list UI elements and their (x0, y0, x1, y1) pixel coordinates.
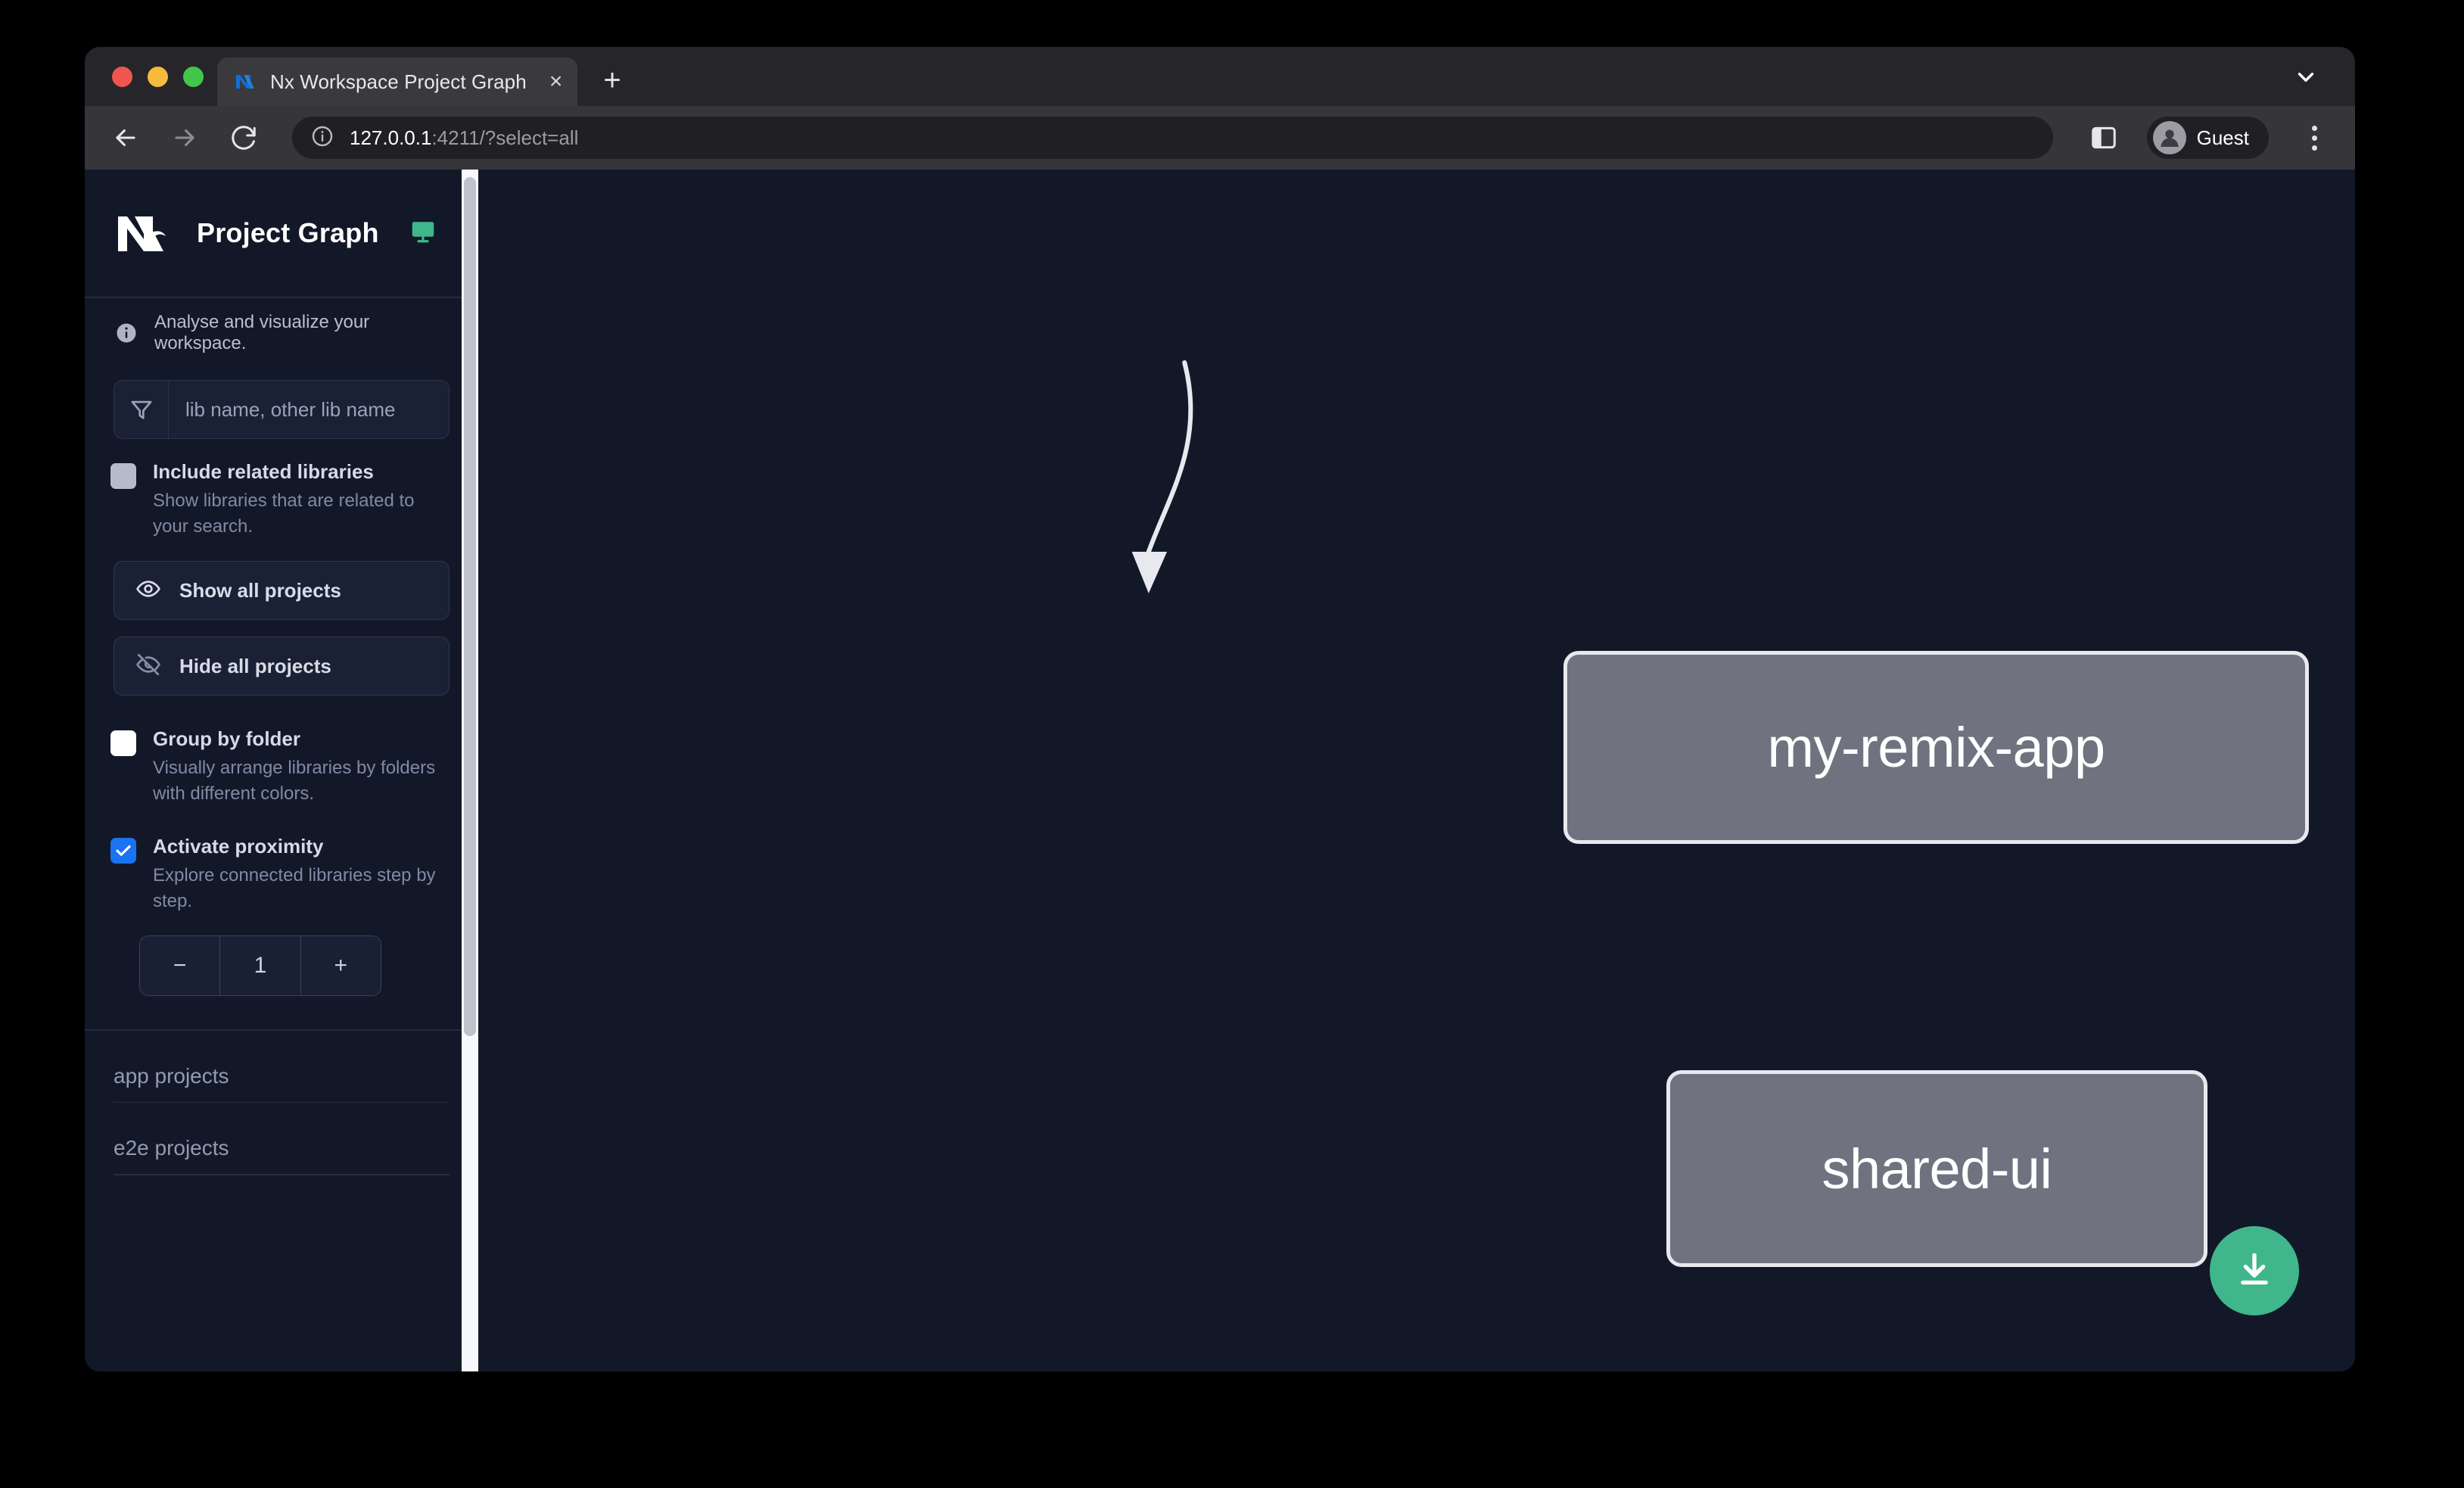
sidebar-scroll-area: lib name, other lib name Include related… (85, 368, 478, 1371)
info-icon (115, 322, 138, 344)
proximity-decrement-button[interactable]: − (140, 935, 220, 995)
browser-toolbar: 127.0.0.1:4211/?select=all Guest (85, 106, 2355, 170)
option-description: Explore connected libraries step by step… (153, 864, 436, 911)
browser-menu-icon[interactable] (2299, 125, 2329, 151)
option-label: Group by folder (153, 727, 300, 751)
hide-all-projects-button[interactable]: Hide all projects (114, 637, 450, 696)
eye-icon (135, 576, 161, 605)
profile-name: Guest (2196, 126, 2249, 149)
site-info-icon[interactable] (310, 124, 334, 152)
download-graph-button[interactable] (2210, 1226, 2299, 1315)
tab-title: Nx Workspace Project Graph (270, 70, 527, 93)
eye-slash-icon (135, 652, 161, 681)
divider (114, 1101, 450, 1104)
profile-chip[interactable]: Guest (2146, 117, 2269, 159)
search-input-placeholder: lib name, other lib name (185, 397, 396, 421)
reload-button[interactable] (224, 118, 263, 157)
browser-tab[interactable]: Nx Workspace Project Graph × (217, 58, 578, 106)
edge-arrowhead (1131, 552, 1168, 593)
browser-window: Nx Workspace Project Graph × + 127.0.0.1… (85, 47, 2355, 1371)
sidebar-divider (85, 1029, 478, 1031)
proximity-increment-button[interactable]: + (300, 935, 381, 995)
checkbox-include-related-libraries[interactable] (110, 463, 136, 489)
project-group-e2e-projects[interactable]: e2e projects (85, 1103, 478, 1175)
graph-node-label: shared-ui (1822, 1137, 2052, 1200)
graph-node-label: my-remix-app (1767, 716, 2105, 779)
hide-all-projects-label: Hide all projects (179, 654, 331, 677)
nx-logo-icon (115, 212, 174, 254)
side-panel-icon[interactable] (2089, 123, 2118, 152)
option-group-by-folder[interactable]: Group by folder Visually arrange librari… (85, 696, 478, 807)
forward-button[interactable] (165, 118, 204, 157)
checkbox-activate-proximity[interactable] (110, 837, 136, 864)
option-description: Show libraries that are related to your … (153, 490, 415, 537)
option-texts: Activate proximity Explore connected lib… (153, 833, 450, 914)
new-tab-button[interactable]: + (603, 64, 621, 97)
option-activate-proximity[interactable]: Activate proximity Explore connected lib… (85, 808, 478, 914)
option-label: Activate proximity (153, 834, 324, 858)
address-bar-url: 127.0.0.1:4211/?select=all (350, 126, 578, 150)
sidebar-scrollbar[interactable] (462, 170, 478, 1371)
chevron-down-icon[interactable] (2293, 64, 2319, 94)
proximity-stepper: − 1 + (139, 935, 381, 996)
filter-icon (114, 381, 169, 438)
filter-section: lib name, other lib name (85, 368, 478, 439)
window-traffic-lights (101, 47, 217, 106)
kebab-dot (2311, 125, 2317, 131)
option-texts: Include related libraries Show libraries… (153, 459, 450, 540)
sidebar-info-row: Analyse and visualize your workspace. (85, 298, 478, 368)
sidebar-header: Project Graph (85, 170, 478, 298)
search-input[interactable]: lib name, other lib name (114, 380, 450, 439)
sidebar-info-text: Analyse and visualize your workspace. (154, 312, 370, 353)
nx-logo-icon (234, 70, 257, 93)
kebab-dot (2311, 145, 2317, 151)
avatar (2152, 121, 2186, 154)
tab-strip: Nx Workspace Project Graph × + (85, 47, 2355, 106)
graph-node-my-remix-app[interactable]: my-remix-app (1563, 651, 2309, 844)
maximize-window-button[interactable] (183, 66, 204, 87)
option-include-related-libraries[interactable]: Include related libraries Show libraries… (85, 439, 478, 540)
proximity-value: 1 (219, 935, 300, 995)
option-description: Visually arrange libraries by folders wi… (153, 758, 436, 805)
show-all-projects-label: Show all projects (179, 578, 341, 602)
monitor-icon[interactable] (409, 218, 437, 249)
minimize-window-button[interactable] (148, 66, 168, 87)
visibility-buttons: Show all projects Hide all projects (85, 540, 478, 696)
checkbox-group-by-folder[interactable] (110, 730, 136, 757)
kebab-dot (2311, 135, 2317, 141)
page-content: Project Graph Analyse and visualize your… (85, 170, 2355, 1371)
url-path: :4211/?select=all (431, 126, 579, 149)
url-host: 127.0.0.1 (350, 126, 432, 149)
page-title: Project Graph (197, 217, 379, 248)
project-graph-canvas[interactable]: my-remix-app shared-ui (478, 170, 2355, 1371)
project-group-app-projects[interactable]: app projects (85, 1031, 478, 1104)
option-label: Include related libraries (153, 460, 374, 483)
divider (114, 1174, 450, 1175)
back-button[interactable] (106, 118, 145, 157)
close-icon[interactable]: × (549, 69, 563, 94)
edge-my-remix-app-to-shared-ui (1146, 360, 1193, 554)
address-bar[interactable]: 127.0.0.1:4211/?select=all (292, 117, 2053, 159)
download-icon (2233, 1248, 2276, 1294)
sidebar: Project Graph Analyse and visualize your… (85, 170, 478, 1371)
option-texts: Group by folder Visually arrange librari… (153, 726, 450, 807)
show-all-projects-button[interactable]: Show all projects (114, 561, 450, 621)
sidebar-scrollbar-thumb[interactable] (464, 177, 476, 1036)
project-group-title: app projects (114, 1063, 229, 1088)
project-group-title: e2e projects (114, 1136, 229, 1160)
graph-node-shared-ui[interactable]: shared-ui (1666, 1070, 2207, 1267)
close-window-button[interactable] (112, 66, 132, 87)
